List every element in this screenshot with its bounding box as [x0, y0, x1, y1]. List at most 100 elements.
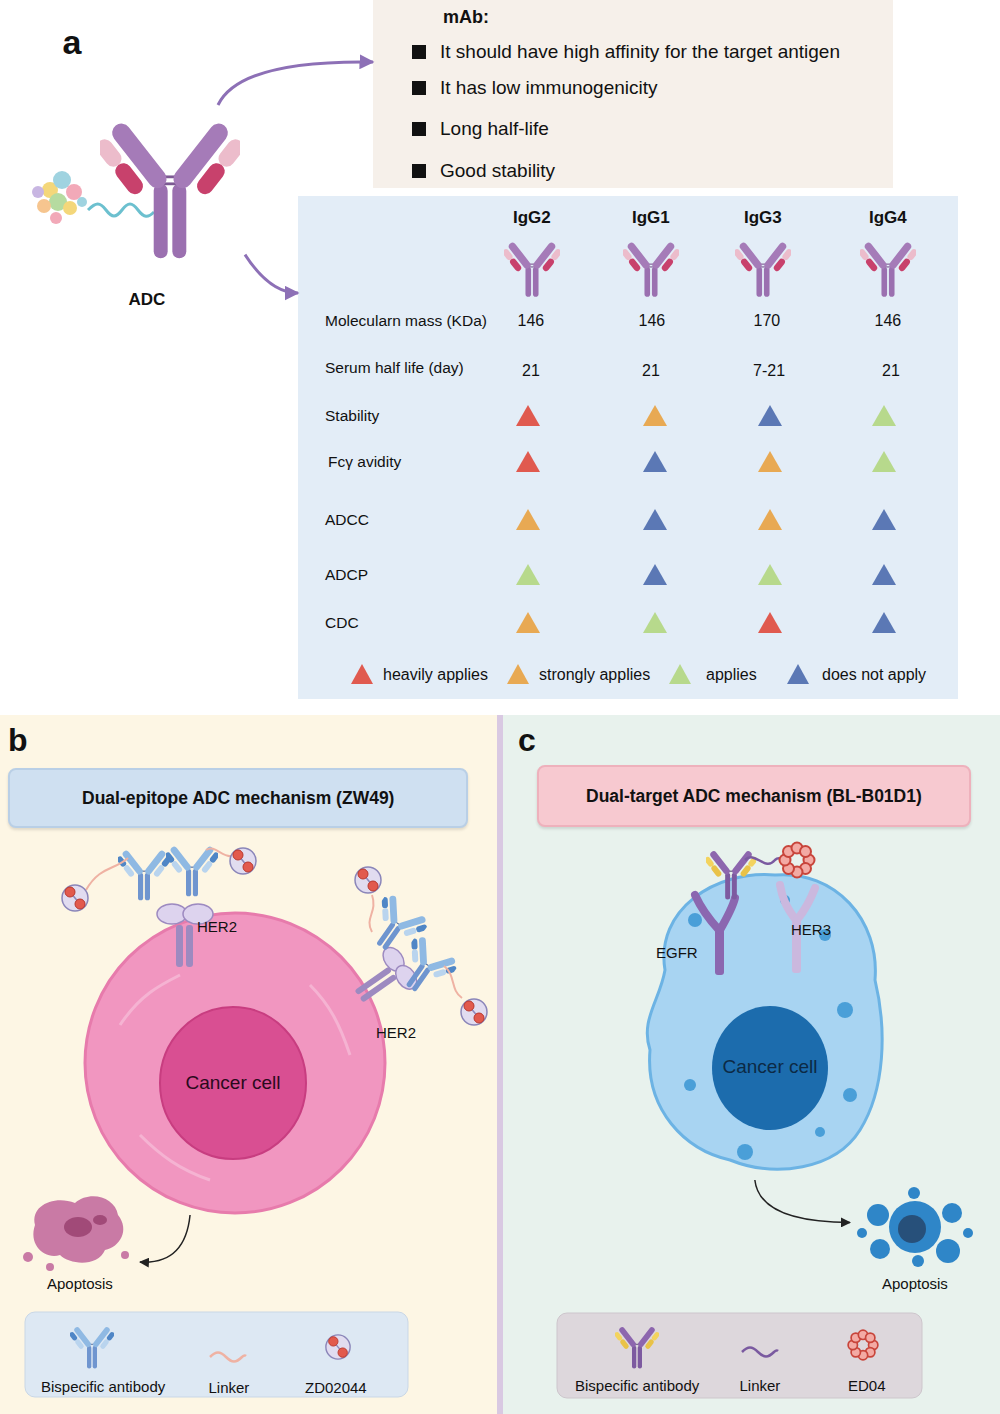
node-text: Good stability	[440, 160, 555, 183]
box-node: ADC	[95, 105, 245, 310]
panel-letter: a	[63, 22, 82, 63]
circle-graphic	[42, 182, 58, 198]
node-text: IgG4	[869, 208, 907, 228]
swatch-triangle	[669, 664, 691, 684]
box-node: bDual-epitope ADC mechanism (ZW49) Cancer…	[0, 715, 497, 1414]
node-text: Dual-epitope ADC mechanism (ZW49)	[82, 788, 394, 809]
swatch-triangle	[351, 664, 373, 684]
node-text: Serum half life (day)	[325, 359, 464, 378]
node-text: mAb:	[443, 7, 489, 29]
circle-graphic	[684, 1079, 696, 1091]
circle-graphic	[50, 212, 62, 224]
shape-node: Apoptosis	[20, 1185, 140, 1295]
box-node: Dual-epitope ADC mechanism (ZW49)	[8, 768, 468, 828]
node-text: 170	[754, 311, 781, 330]
circle-graphic	[843, 1088, 857, 1102]
circle-graphic	[870, 1239, 890, 1259]
legend-text: applies	[706, 665, 757, 684]
legend-icon	[70, 1320, 114, 1370]
node-text: Long half-life	[440, 118, 549, 141]
box-node: mAb: It should have high affinity for the…	[373, 0, 893, 188]
legend-icon	[208, 1351, 248, 1363]
legend-swatch	[668, 663, 692, 685]
node-text: Fcγ avidity	[328, 453, 401, 472]
circle-graphic	[49, 193, 67, 211]
circle-graphic	[37, 199, 51, 213]
circle-graphic	[46, 1263, 54, 1271]
circle-graphic	[780, 895, 790, 905]
circle-graphic	[688, 913, 702, 927]
circle-graphic	[737, 1144, 753, 1160]
use-graphic	[92, 120, 248, 258]
swatch-triangle	[787, 664, 809, 684]
shape-node: Cancer cell	[635, 860, 890, 1180]
legend-text: strongly applies	[539, 665, 650, 684]
legend-text: Linker	[209, 1379, 250, 1397]
shape-node: Cancer cell	[80, 905, 390, 1215]
legend-icon-shape	[68, 1326, 116, 1368]
node-text: Stability	[325, 407, 379, 426]
legend-swatch	[786, 663, 810, 685]
node-text: Cancer cell	[723, 1056, 818, 1079]
adc-illustration	[32, 120, 248, 258]
legend-text: Bispecific antibody	[41, 1378, 165, 1396]
legend-text: does not apply	[822, 665, 926, 684]
box-node: IgG2IgG1IgG3IgG4Molecularn mass (KDa)146…	[298, 196, 958, 699]
receptor-label: HER2	[376, 1024, 416, 1042]
legend-icon	[846, 1328, 880, 1362]
circle-graphic	[889, 1201, 941, 1253]
circle-graphic	[942, 1203, 962, 1223]
node-text: 21	[522, 361, 540, 380]
legend-text: heavily applies	[383, 665, 488, 684]
circle-graphic	[908, 1187, 920, 1199]
legend-text: Bispecific antibody	[575, 1377, 699, 1395]
legend-text: Linker	[740, 1377, 781, 1395]
ellipse-graphic	[712, 1006, 828, 1130]
node-text: It should have high affinity for the tar…	[440, 41, 840, 64]
circle-graphic	[912, 1255, 924, 1267]
circle-graphic	[936, 1239, 960, 1263]
node-text: b	[8, 721, 28, 759]
node-text: 21	[642, 361, 660, 380]
node-text: 146	[639, 311, 666, 330]
legend-icon	[615, 1320, 659, 1370]
legend-icon-shape	[613, 1326, 661, 1368]
node-text: 21	[882, 361, 900, 380]
receptor-label: EGFR	[656, 944, 698, 962]
box-node: cDual-target ADC mechanism (BL-B01D1) Can…	[503, 715, 1000, 1414]
legend-text: ZD02044	[305, 1379, 367, 1397]
node-text: It has low immunogenicity	[440, 77, 658, 100]
circle-graphic	[867, 1204, 889, 1226]
legend-icon	[324, 1333, 352, 1361]
ellipse-graphic	[93, 1215, 107, 1225]
node-text: Apoptosis	[882, 1275, 948, 1293]
ellipse-graphic	[160, 1007, 306, 1159]
node-text: ADC	[129, 290, 166, 310]
circle-graphic	[815, 1127, 825, 1137]
receptor-label: HER3	[791, 921, 831, 939]
node-text: IgG1	[632, 208, 670, 228]
circle-graphic	[898, 1215, 926, 1243]
shape-node: Apoptosis	[850, 1185, 980, 1295]
cancer-cell-shape	[80, 905, 390, 1215]
node-text: c	[518, 721, 536, 759]
node-text: IgG3	[744, 208, 782, 228]
legend-icon-shape	[326, 1335, 350, 1359]
node-text: IgG2	[513, 208, 551, 228]
node-text: CDC	[325, 614, 359, 633]
circle-graphic	[63, 201, 77, 215]
circle-graphic	[837, 1002, 853, 1018]
node-text: Cancer cell	[186, 1072, 281, 1095]
node-text: Dual-target ADC mechanism (BL-B01D1)	[586, 786, 922, 807]
swatch-triangle	[507, 664, 529, 684]
circle-graphic	[53, 171, 71, 189]
path-graphic	[88, 204, 154, 216]
circle-graphic	[32, 186, 44, 198]
curved-arrow	[245, 255, 298, 293]
legend-icon	[740, 1346, 780, 1358]
path-graphic	[647, 875, 882, 1170]
node-text: 146	[518, 311, 545, 330]
box-node: Dual-target ADC mechanism (BL-B01D1)	[537, 765, 971, 827]
legend-icon-shape	[210, 1353, 246, 1362]
curved-arrow	[218, 62, 373, 105]
